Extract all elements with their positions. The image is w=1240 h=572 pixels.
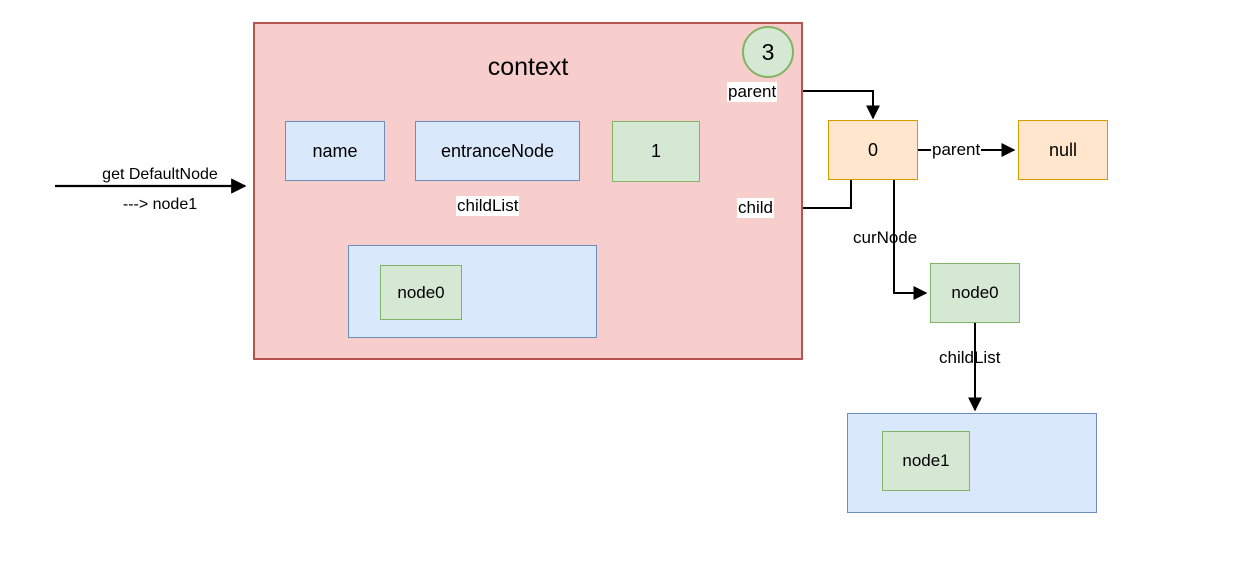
- edge-label-parent-top: parent: [727, 82, 778, 102]
- node-stack-zero[interactable]: 0: [828, 120, 918, 180]
- edge-label-curnode: curNode: [853, 228, 918, 247]
- context-title: context: [487, 53, 569, 81]
- edge-label-childlist-right: childList: [939, 348, 1001, 367]
- list-item-node1[interactable]: node1: [882, 431, 970, 491]
- edge-label-child: child: [737, 198, 774, 218]
- node-stack-one[interactable]: 1: [612, 121, 700, 182]
- node-entrance-node[interactable]: entranceNode: [415, 121, 580, 181]
- node-curnode-node0[interactable]: node0: [930, 263, 1020, 323]
- node-null[interactable]: null: [1018, 120, 1108, 180]
- node-name[interactable]: name: [285, 121, 385, 181]
- edge-label-childlist-left: childList: [456, 196, 520, 216]
- list-item-node0-left[interactable]: node0: [380, 265, 462, 320]
- edge-label-parent-null: parent: [931, 140, 982, 160]
- entry-label-line2: ---> node1: [122, 196, 198, 213]
- entry-label-line1: get DefaultNode: [102, 166, 218, 183]
- step-badge: 3: [742, 26, 794, 78]
